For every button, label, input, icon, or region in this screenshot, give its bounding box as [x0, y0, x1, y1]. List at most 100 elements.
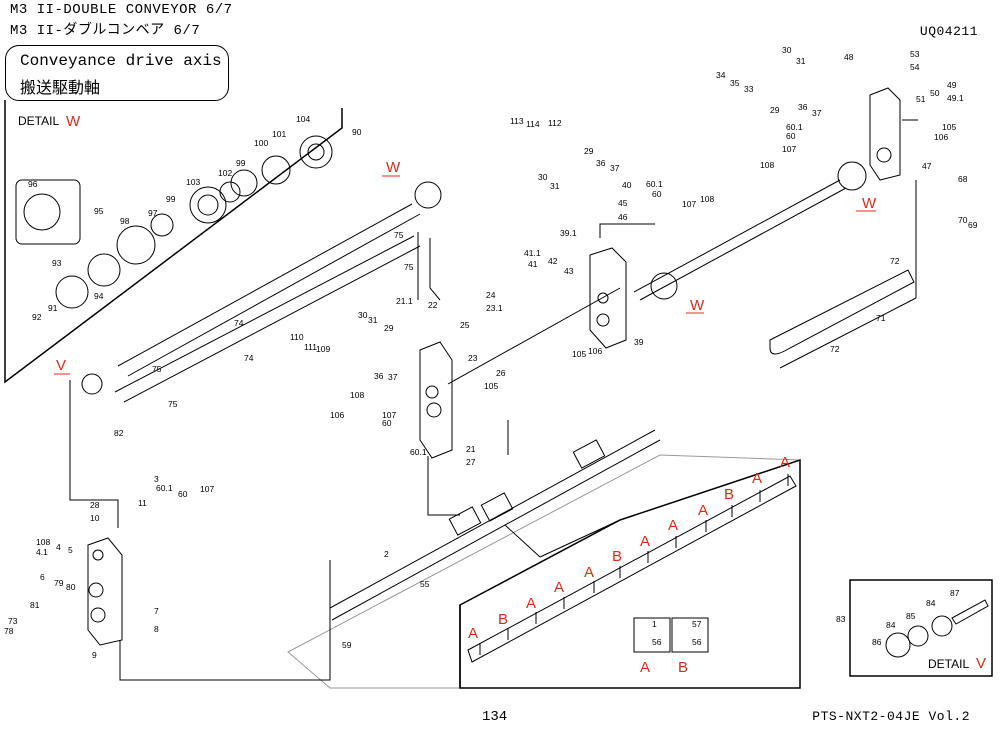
strip-callout-3: A	[526, 595, 536, 612]
part-number-detail-w-2: 101	[272, 129, 286, 139]
part-number-main-35: 51	[916, 94, 926, 104]
part-number-main-52: 75	[394, 230, 404, 240]
guide-block-3	[572, 439, 606, 469]
part-number-main-38: 49.1	[947, 93, 964, 103]
side-plate-21	[419, 341, 453, 459]
guide-block-2	[480, 492, 514, 522]
part-number-main-30: 36	[798, 102, 808, 112]
detail-w-label: DETAIL	[18, 114, 59, 128]
part-number-main-91: 4	[56, 542, 61, 552]
part-number-main-26: 33	[744, 84, 754, 94]
part-number-main-31: 37	[812, 108, 822, 118]
part-number-detail-w-3: 100	[254, 138, 268, 148]
part-number-main-20: 43	[564, 266, 574, 276]
part-number-main-104: 59	[342, 640, 352, 650]
part-number-main-6: 37	[610, 163, 620, 173]
page-code: UQ04211	[919, 24, 978, 39]
part-number-detail-w-9: 95	[94, 206, 104, 216]
part-number-main-70: 24	[486, 290, 496, 300]
part-number-main-45: 47	[922, 161, 932, 171]
part-number-main-27: 30	[782, 45, 792, 55]
detail-w-frame	[4, 100, 343, 384]
part-number-main-50: 71	[876, 313, 886, 323]
part-number-main-80: 21	[466, 444, 476, 454]
ring-102	[219, 181, 241, 203]
side-plate-39	[589, 247, 627, 349]
gear-93	[55, 275, 89, 309]
part-number-detail-v-3: 86	[872, 637, 882, 647]
part-number-main-8: 31	[550, 181, 560, 191]
detail-ab-box	[459, 458, 801, 689]
part-number-main-97: 73	[8, 616, 18, 626]
part-number-detail-w-13: 93	[52, 258, 62, 268]
clip-97	[150, 213, 174, 237]
part-number-main-14: 46	[618, 212, 628, 222]
part-number-main-64: 29	[384, 323, 394, 333]
part-number-main-108: 56	[692, 637, 702, 647]
part-number-detail-w-1: 104	[296, 114, 310, 124]
part-number-main-42: 60	[786, 131, 796, 141]
part-number-main-18: 41	[528, 259, 538, 269]
part-number-main-19: 42	[548, 256, 558, 266]
part-number-detail-w-11: 97	[148, 208, 158, 218]
part-number-main-84: 11	[138, 498, 147, 508]
part-number-main-67: 21.1	[396, 296, 413, 306]
legend-b: B	[678, 659, 688, 676]
rail-74-upper	[117, 203, 421, 377]
part-number-main-68: 22	[428, 300, 438, 310]
part-number-labels: 1041011009099102103969598979993949291113…	[4, 45, 978, 660]
callout-w-3: W	[862, 195, 877, 212]
part-number-main-81: 27	[466, 457, 476, 467]
part-number-main-102: 2	[384, 549, 389, 559]
pulley-w-mid	[650, 272, 678, 300]
part-number-main-72: 23	[468, 353, 478, 363]
pulley-96-detail	[15, 179, 81, 245]
section-label-en: Conveyance drive axis	[20, 52, 222, 70]
belt-71	[769, 269, 915, 355]
callout-w-1: W	[386, 159, 401, 176]
part-number-main-105: 1	[652, 619, 657, 629]
part-number-main-25: 35	[730, 78, 740, 88]
part-number-main-1: 113	[510, 116, 524, 126]
footer-page: 134	[482, 709, 508, 725]
part-number-main-66: 37	[388, 372, 398, 382]
strip-callout-5: A	[584, 564, 594, 581]
part-number-main-7: 30	[538, 172, 548, 182]
footer-doc: PTS-NXT2-04JE Vol.2	[812, 709, 970, 724]
part-number-main-88: 107	[200, 484, 214, 494]
part-number-main-82: 28	[90, 500, 100, 510]
part-number-main-55: 74	[244, 353, 254, 363]
part-number-main-85: 3	[154, 474, 159, 484]
part-number-main-96: 81	[30, 600, 40, 610]
detail-v-label: DETAIL	[928, 657, 969, 671]
part-number-main-106: 56	[652, 637, 662, 647]
part-number-main-95: 80	[66, 582, 76, 592]
part-number-main-24: 34	[716, 70, 726, 80]
callout-w-2: W	[690, 297, 705, 314]
part-number-main-61: 109	[316, 344, 330, 354]
part-number-main-11: 108	[700, 194, 714, 204]
part-number-main-4: 29	[584, 146, 594, 156]
part-number-main-41: 60.1	[786, 122, 803, 132]
strip-markers	[479, 474, 789, 655]
part-number-main-56: 75	[168, 399, 178, 409]
part-number-main-71: 23.1	[486, 303, 503, 313]
part-number-main-2: 114	[526, 119, 540, 129]
part-number-main-78: 60	[382, 418, 392, 428]
part-number-detail-v-5: 85	[906, 611, 916, 621]
part-number-detail-w-14: 94	[94, 291, 104, 301]
strip-callout-1: A	[468, 625, 478, 642]
part-number-main-74: 105	[484, 381, 498, 391]
strip-callout-11: A	[752, 470, 762, 487]
detail-v-box	[849, 579, 993, 677]
part-number-detail-v-1: 83	[836, 614, 846, 624]
part-number-main-15: 40	[622, 180, 632, 190]
part-number-main-32: 48	[844, 52, 854, 62]
part-number-main-83: 10	[90, 513, 100, 523]
bearing-104	[299, 135, 333, 169]
strip-callout-7: A	[640, 533, 650, 550]
part-number-main-94: 79	[54, 578, 64, 588]
part-number-main-69: 25	[460, 320, 470, 330]
part-number-main-33: 53	[910, 49, 920, 59]
part-number-main-21: 105	[572, 349, 586, 359]
